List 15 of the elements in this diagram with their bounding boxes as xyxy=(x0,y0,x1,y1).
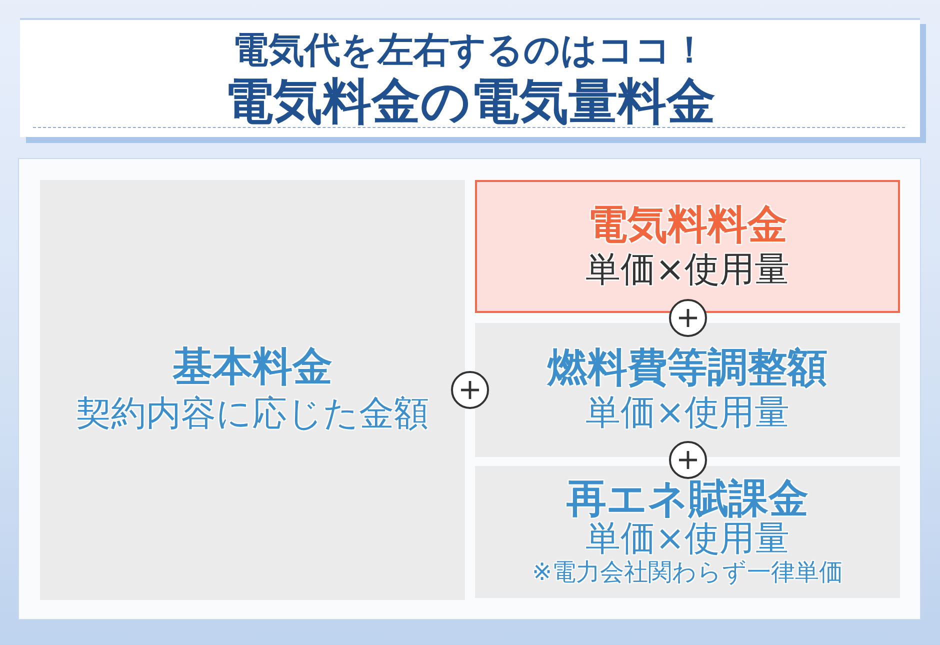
box-text: 単価×使用量 xyxy=(585,520,790,558)
box-heading: 再エネ賦課金 xyxy=(566,478,808,520)
highlight-box xyxy=(475,180,900,313)
box-text: 契約内容に応じた金額 xyxy=(76,393,429,436)
info-box xyxy=(475,466,900,598)
box-text: 単価×使用量 xyxy=(585,392,790,435)
info-box xyxy=(40,180,465,600)
note-text: ※電力会社関わらず一律単価 xyxy=(532,558,844,586)
subtitle-text: 電気代を左右するのはココ！ xyxy=(232,30,708,72)
title-text: 電気料金の電気量料金 xyxy=(224,78,716,126)
box-text: 単価×使用量 xyxy=(585,248,790,292)
box-heading: 基本料金 xyxy=(172,343,332,391)
info-box xyxy=(475,323,900,457)
box-heading: 燃料費等調整額 xyxy=(548,345,828,391)
box-heading: 電気料料金 xyxy=(588,202,788,248)
